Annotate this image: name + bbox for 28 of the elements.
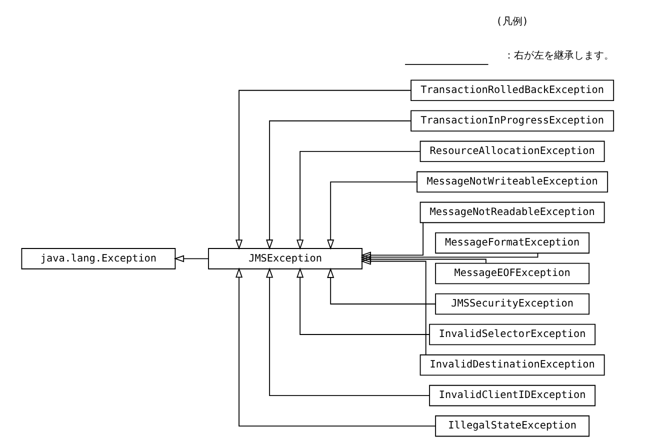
arrow <box>265 268 430 396</box>
arrow <box>296 150 420 250</box>
node-box: InvalidDestinationException <box>419 354 604 376</box>
legend-label: ：右が左を継承します。 <box>503 50 614 62</box>
node-box: TransactionInProgressException <box>410 110 614 132</box>
arrow <box>360 258 426 356</box>
arrow <box>360 256 486 264</box>
node-box: IllegalStateException <box>434 415 590 437</box>
arrow <box>326 181 417 250</box>
node-box: MessageEOFException <box>434 262 590 284</box>
label: (凡例) <box>496 16 528 28</box>
node-box: MessageFormatException <box>434 232 590 254</box>
node-box: InvalidClientIDException <box>428 384 596 406</box>
arrow <box>296 268 430 335</box>
arrow <box>234 90 411 250</box>
node-box: JMSSecurityException <box>434 293 590 315</box>
node-box: java.lang.Exception <box>20 248 176 270</box>
arrow <box>326 268 436 304</box>
node-box: ResourceAllocationException <box>419 140 604 162</box>
node-box: JMSException <box>208 248 362 270</box>
arrow <box>265 120 411 250</box>
arrow <box>234 268 436 427</box>
node-box: InvalidSelectorException <box>428 324 596 346</box>
node-box: TransactionRolledBackException <box>410 80 614 101</box>
arrow <box>360 222 424 259</box>
node-box: MessageNotReadableException <box>419 202 604 224</box>
node-box: MessageNotWriteableException <box>416 171 608 193</box>
arrow <box>173 255 208 262</box>
